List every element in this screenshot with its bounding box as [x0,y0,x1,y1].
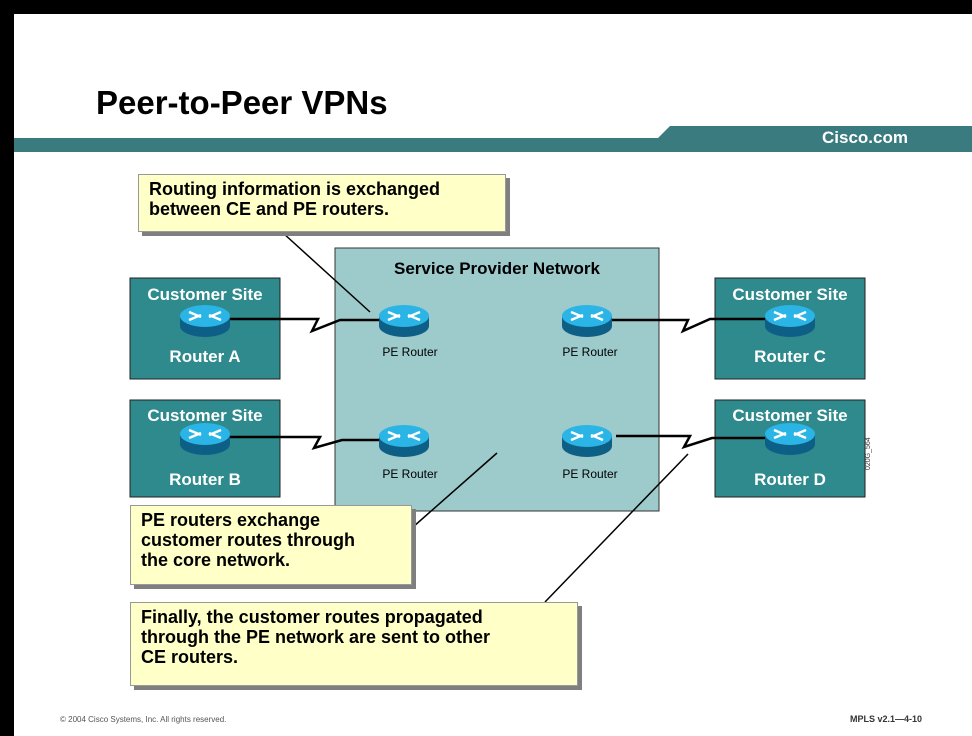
brand-tab [658,126,972,152]
router-c-icon [763,303,817,339]
pe-router-4-icon [560,423,614,459]
site-a-title: Customer Site [147,285,263,304]
router-d-icon [763,421,817,457]
link-b-pe3 [210,435,382,451]
router-a-label: Router A [169,347,241,366]
pe-router-2-icon [560,303,614,339]
callout-propagation: Finally, the customer routes propagated … [130,602,578,686]
course-code-footer: MPLS v2.1—4-10 [850,714,923,724]
site-d-title: Customer Site [732,406,848,425]
callout3-pointer [544,453,689,603]
link-a-pe1 [230,317,380,334]
router-d-label: Router D [754,470,826,489]
router-b-label: Router B [169,470,241,489]
router-a-icon [178,303,232,339]
brand-label: Cisco.com [822,128,908,147]
copyright-footer: © 2004 Cisco Systems, Inc. All rights re… [60,715,227,724]
router-b-icon [178,421,232,457]
service-provider-title: Service Provider Network [394,259,600,278]
callout1-pointer [282,232,371,313]
pe-router-2-label: PE Router [562,345,618,359]
link-pe4-d [616,434,770,450]
service-provider-network [334,247,660,512]
pe-router-1-icon [377,303,431,339]
callout-core-exchange: PE routers exchange customer routes thro… [130,505,412,585]
pe-router-3-icon [377,423,431,459]
pe-router-1-label: PE Router [382,345,438,359]
slide-title: Peer-to-Peer VPNs [96,84,388,121]
link-pe2-c [610,317,770,334]
pe-router-4-label: PE Router [562,467,618,481]
site-c-title: Customer Site [732,285,848,304]
callout-ce-pe: Routing information is exchanged between… [138,174,506,232]
site-b-title: Customer Site [147,406,263,425]
figure-code: 020G_564 [865,437,872,470]
pe-router-3-label: PE Router [382,467,438,481]
router-c-label: Router C [754,347,826,366]
callout2-pointer [412,452,498,528]
